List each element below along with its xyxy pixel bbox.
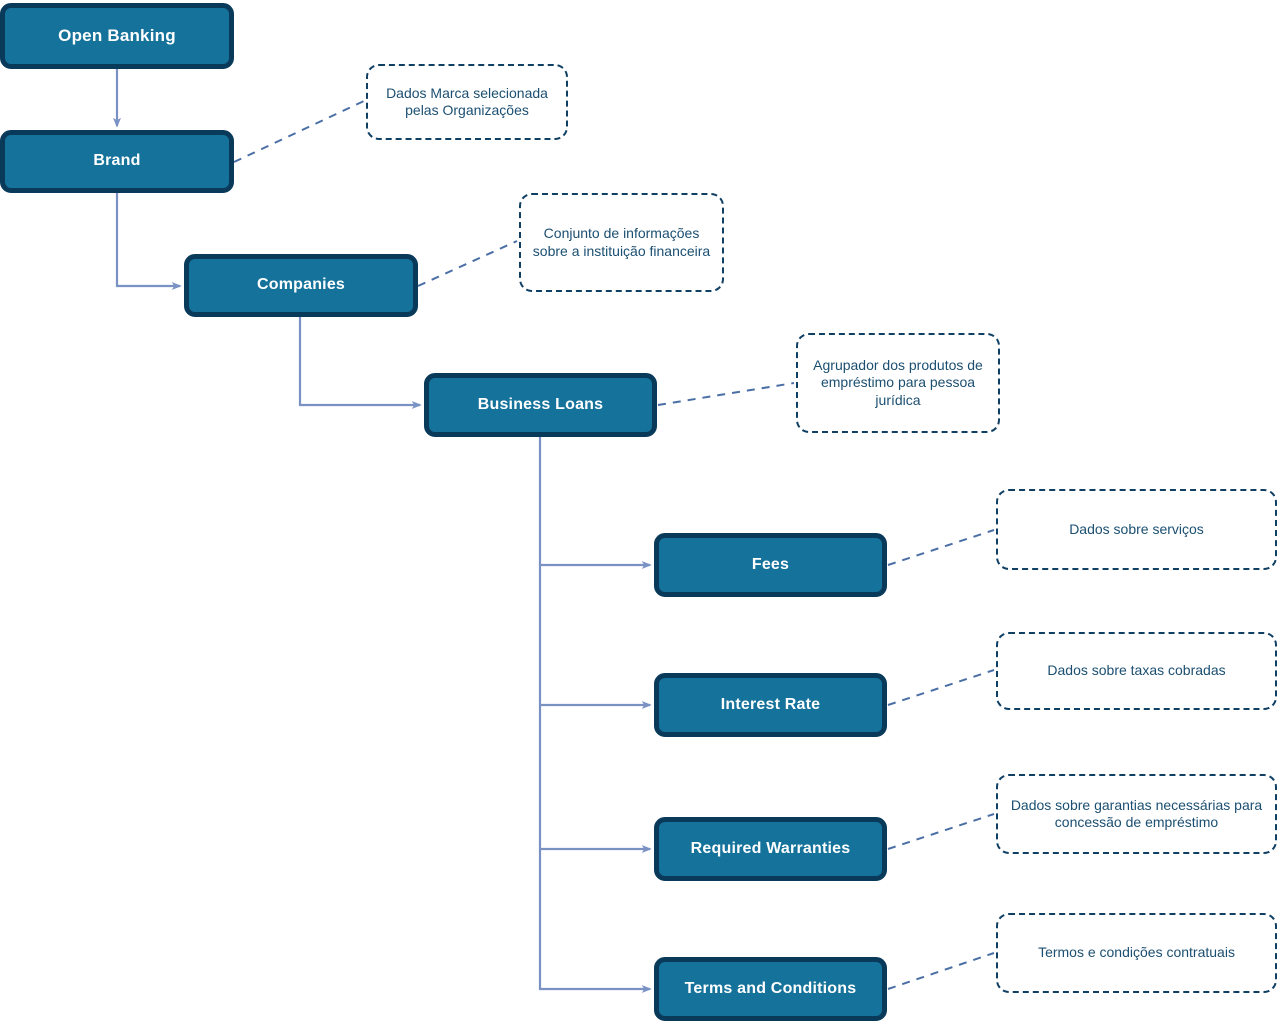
note-business-loans: Agrupador dos produtos de empréstimo par… (796, 333, 1000, 433)
node-required-warranties-label: Required Warranties (690, 839, 851, 857)
connector-companies-to-business-loans (298, 317, 422, 409)
note-required-warranties: Dados sobre garantias necessárias para c… (996, 774, 1277, 854)
note-fees: Dados sobre serviços (996, 489, 1277, 570)
note-interest-rate-text: Dados sobre taxas cobradas (1047, 662, 1226, 679)
note-brand: Dados Marca selecionada pelas Organizaçõ… (366, 64, 568, 140)
connector-business-loans-to-terms-and-conditions (538, 849, 652, 993)
node-fees[interactable]: Fees (654, 533, 887, 597)
note-terms-and-conditions-text: Termos e condições contratuais (1038, 944, 1235, 961)
note-companies-text: Conjunto de informações sobre a institui… (532, 225, 711, 259)
node-interest-rate[interactable]: Interest Rate (654, 673, 887, 737)
node-required-warranties[interactable]: Required Warranties (654, 817, 887, 881)
note-terms-and-conditions: Termos e condições contratuais (996, 913, 1277, 993)
node-companies-label: Companies (256, 276, 346, 294)
node-brand[interactable]: Brand (0, 130, 234, 193)
node-fees-label: Fees (751, 555, 790, 573)
leader-warranties-note (887, 813, 995, 850)
node-terms-and-conditions[interactable]: Terms and Conditions (654, 957, 887, 1021)
node-open-banking-label: Open Banking (58, 26, 176, 46)
node-business-loans[interactable]: Business Loans (424, 373, 657, 437)
leader-brand-note (233, 100, 365, 163)
note-interest-rate: Dados sobre taxas cobradas (996, 632, 1277, 710)
note-companies: Conjunto de informações sobre a institui… (519, 193, 724, 292)
note-business-loans-text: Agrupador dos produtos de empréstimo par… (813, 357, 983, 408)
node-terms-and-conditions-label: Terms and Conditions (684, 979, 857, 997)
note-required-warranties-text: Dados sobre garantias necessárias para c… (1010, 796, 1263, 830)
node-brand-label: Brand (93, 152, 141, 170)
connector-business-loans-to-required-warranties (538, 705, 652, 853)
leader-terms-note (887, 952, 995, 990)
connector-business-loans-to-fees (538, 437, 652, 569)
leader-fees-note (887, 529, 995, 566)
node-companies[interactable]: Companies (184, 254, 418, 317)
connector-business-loans-to-interest-rate (538, 565, 652, 709)
leader-interest-note (887, 669, 995, 706)
note-brand-text: Dados Marca selecionada pelas Organizaçõ… (386, 84, 548, 118)
note-fees-text: Dados sobre serviços (1069, 520, 1204, 537)
connector-brand-to-companies (115, 193, 182, 290)
leader-loans-note (657, 382, 795, 406)
node-interest-rate-label: Interest Rate (720, 695, 821, 713)
leader-companies-note (417, 240, 518, 287)
node-open-banking[interactable]: Open Banking (0, 3, 234, 69)
node-business-loans-label: Business Loans (477, 395, 604, 413)
